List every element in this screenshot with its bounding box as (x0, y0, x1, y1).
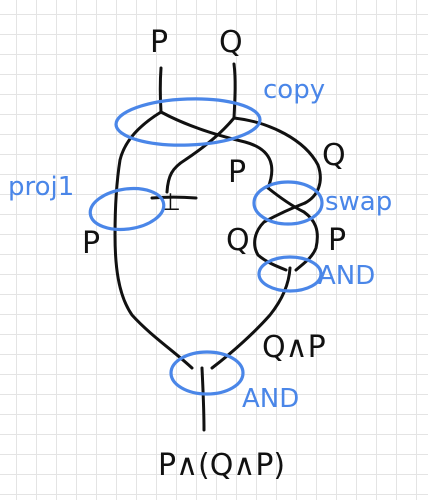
wire-label-p-after-swap: P (328, 223, 346, 258)
annotation-swap: swap (325, 187, 392, 217)
wire-q-copy-right (232, 116, 322, 205)
wire-p-copy-left (113, 110, 194, 370)
input-label-p: P (150, 25, 168, 60)
wire-q-copy-left (165, 116, 236, 194)
wire-label-q-after-swap: Q (226, 223, 250, 258)
wire-q-input (232, 62, 237, 120)
annotations: copy proj1 swap AND AND (8, 75, 392, 414)
wire-label-p-inner: P (228, 155, 246, 190)
and-top-ring (257, 255, 323, 293)
wire-label-q-outer: Q (322, 138, 346, 173)
copy-ring (114, 97, 262, 147)
wire-label-q-and-p: Q∧P (262, 330, 326, 365)
annotation-and-bottom: AND (242, 384, 299, 414)
annotation-proj1: proj1 (8, 172, 74, 202)
wire-terminal (150, 195, 198, 200)
wire-swap-b (253, 201, 307, 272)
wire-and-top-out (210, 266, 292, 370)
swap-ring (252, 180, 324, 226)
wire-label-p-left: P (82, 226, 100, 261)
bottom-symbol: ⊥ (160, 188, 181, 216)
wires (113, 62, 322, 432)
proj1-ring (88, 186, 166, 232)
wire-p-input (158, 66, 163, 114)
wire-p-copy-right (159, 110, 274, 190)
annotation-copy: copy (263, 75, 325, 105)
wire-labels: P Q P P Q Q P Q∧P ⊥ P∧(Q∧P) (82, 25, 346, 483)
wire-output (200, 366, 206, 432)
and-bottom-ring (169, 350, 245, 396)
output-label: P∧(Q∧P) (158, 448, 285, 483)
input-label-q: Q (219, 25, 243, 60)
annotation-and-top: AND (318, 261, 375, 291)
